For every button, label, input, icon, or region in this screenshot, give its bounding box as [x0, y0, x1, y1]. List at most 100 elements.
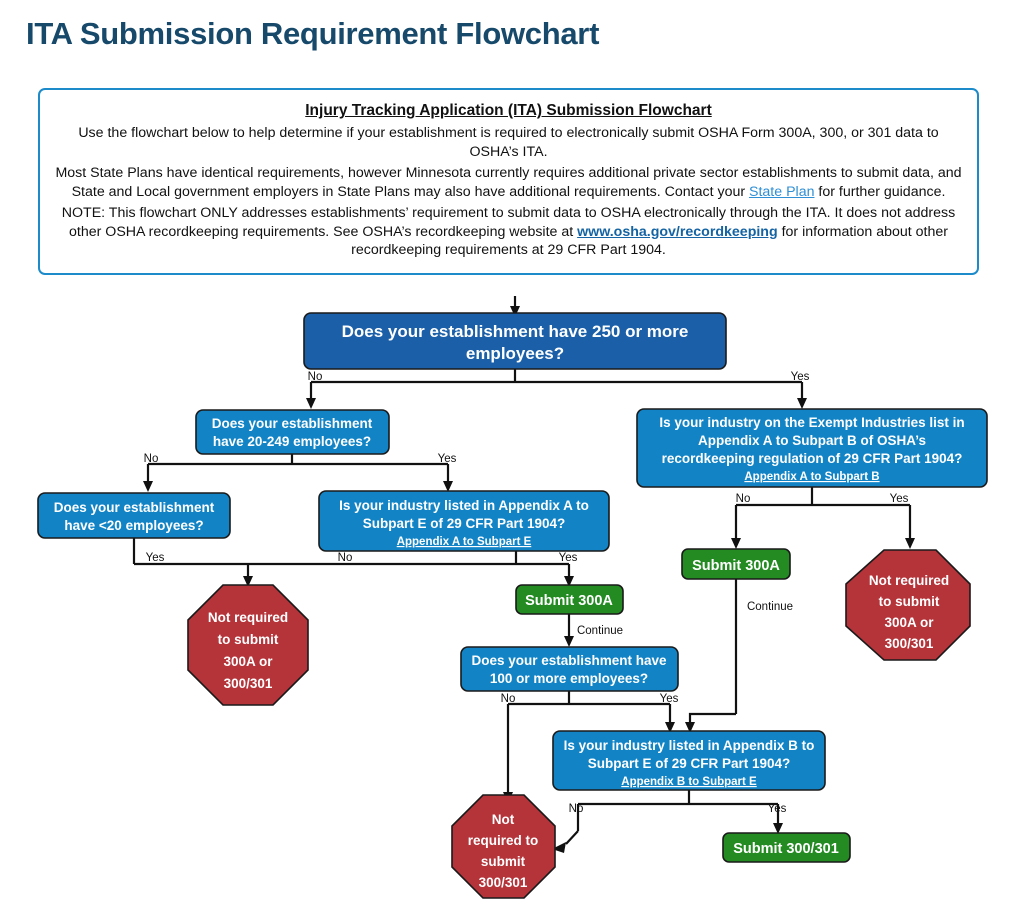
- node-submit-300-301-shape[interactable]: [722, 832, 851, 863]
- arrow-head: [665, 722, 675, 733]
- node-q250-line1: Does your establishment have 250 or more: [342, 322, 689, 341]
- node-q20-249-line1: Does your establishment: [212, 416, 373, 431]
- edge-label-q100-yes: Yes: [660, 693, 679, 705]
- intro-p3-before: NOTE: This flowchart ONLY addresses esta…: [61, 205, 956, 240]
- node-q100-line2: 100 or more employees?: [490, 671, 648, 686]
- node-submit-300-301-label: Submit 300/301: [733, 841, 839, 857]
- edge-label-appBE-no: No: [569, 803, 584, 815]
- node-stop-right-line2: to submit: [879, 594, 940, 609]
- node-stop-left[interactable]: Not required to submit 300A or 300/301: [187, 584, 309, 706]
- node-q250-shape[interactable]: [303, 312, 727, 370]
- intro-p2-after: for further guidance.: [814, 183, 946, 200]
- arrow-head: [797, 398, 807, 409]
- node-appAE-line1: Is your industry listed in Appendix A to: [339, 498, 589, 513]
- edge-labels: No Yes No Yes Yes No Yes No Yes Continue…: [144, 371, 909, 815]
- edge-label-q100-no: No: [501, 693, 516, 705]
- node-stop-right-shape[interactable]: [845, 549, 971, 661]
- intro-paragraph-3: NOTE: This flowchart ONLY addresses esta…: [54, 204, 963, 259]
- appendix-a-subpart-e-link[interactable]: Appendix A to Subpart E: [397, 536, 532, 548]
- node-lt20-employees[interactable]: Does your establishment have <20 employe…: [37, 492, 231, 539]
- node-appBE-line1: Is your industry listed in Appendix B to: [564, 738, 815, 753]
- node-q20-249-shape[interactable]: [195, 409, 390, 455]
- arrow-head: [306, 398, 316, 409]
- node-appendix-b-subpart-e[interactable]: Is your industry listed in Appendix B to…: [552, 730, 826, 791]
- arrow-head: [685, 722, 695, 733]
- page-title: ITA Submission Requirement Flowchart: [26, 16, 600, 51]
- node-q20-249[interactable]: Does your establishment have 20-249 empl…: [195, 409, 390, 455]
- node-stop-right-line4: 300/301: [885, 636, 934, 651]
- edge-label-continue-left: Continue: [577, 625, 623, 637]
- node-q100-line1: Does your establishment have: [471, 653, 667, 668]
- intro-p2-before: Most State Plans have identical requirem…: [55, 165, 962, 200]
- node-submit-300a-right[interactable]: Submit 300A: [681, 548, 791, 580]
- appendix-b-subpart-e-link[interactable]: Appendix B to Subpart E: [621, 776, 757, 788]
- node-appendix-a-subpart-e[interactable]: Is your industry listed in Appendix A to…: [318, 490, 610, 552]
- edge-label-lt20-yes: Yes: [146, 552, 165, 564]
- node-lt20-line2: have <20 employees?: [64, 518, 203, 533]
- node-appendix-a-subpart-e-shape[interactable]: [318, 490, 610, 552]
- node-submit-300a-left-shape[interactable]: [515, 584, 624, 615]
- intro-heading: Injury Tracking Application (ITA) Submis…: [305, 102, 712, 119]
- arrow-head: [905, 538, 915, 549]
- node-appBE-line2: Subpart E of 29 CFR Part 1904?: [588, 756, 791, 771]
- edge-label-exempt-no: No: [736, 493, 751, 505]
- arrow-head: [510, 306, 520, 317]
- node-appAE-line2: Subpart E of 29 CFR Part 1904?: [363, 516, 566, 531]
- node-q100-employees[interactable]: Does your establishment have 100 or more…: [460, 646, 679, 692]
- edge-label-250-no: No: [308, 371, 323, 383]
- arrow-head: [731, 538, 741, 549]
- edge-label-appAE-no: No: [338, 552, 353, 564]
- arrow-head: [552, 842, 566, 853]
- node-stop-right-line3: 300A or: [884, 615, 934, 630]
- node-q20-249-line2: have 20-249 employees?: [213, 434, 371, 449]
- node-stop-bottom-line1: Not: [492, 812, 515, 827]
- node-stop-bottom-line4: 300/301: [479, 875, 528, 890]
- node-lt20-shape[interactable]: [37, 492, 231, 539]
- arrow-head: [773, 823, 783, 834]
- node-exempt-line1: Is your industry on the Exempt Industrie…: [659, 415, 964, 430]
- node-stop-right[interactable]: Not required to submit 300A or 300/301: [845, 549, 971, 661]
- node-q250[interactable]: Does your establishment have 250 or more…: [303, 312, 727, 370]
- appendix-a-subpart-b-link[interactable]: Appendix A to Subpart B: [744, 471, 879, 483]
- arrow-head: [564, 636, 574, 647]
- edge-label-20249-yes: Yes: [438, 453, 457, 465]
- node-stop-right-line1: Not required: [869, 573, 949, 588]
- arrow-head: [143, 481, 153, 492]
- arrow-head: [243, 576, 253, 587]
- flowchart-canvas: No Yes No Yes Yes No Yes No Yes Continue…: [37, 296, 988, 899]
- node-exempt-line2: Appendix A to Subpart B of OSHA’s: [698, 433, 926, 448]
- edge-label-250-yes: Yes: [791, 371, 810, 383]
- edge-label-20249-no: No: [144, 453, 159, 465]
- node-submit-300a-left[interactable]: Submit 300A: [515, 584, 624, 615]
- node-stop-left-shape[interactable]: [187, 584, 309, 706]
- node-stop-left-line3: 300A or: [223, 654, 273, 669]
- edge-label-exempt-yes: Yes: [890, 493, 909, 505]
- node-exempt-line3: recordkeeping regulation of 29 CFR Part …: [662, 451, 963, 466]
- node-stop-bottom-shape[interactable]: [451, 794, 556, 899]
- state-plan-link[interactable]: State Plan: [749, 183, 815, 200]
- node-submit-300a-right-shape[interactable]: [681, 548, 791, 580]
- node-submit-300-301[interactable]: Submit 300/301: [722, 832, 851, 863]
- edge-label-appAE-yes: Yes: [559, 552, 578, 564]
- node-stop-left-line2: to submit: [218, 632, 279, 647]
- node-submit-300a-right-label: Submit 300A: [692, 558, 780, 574]
- node-submit-300a-left-label: Submit 300A: [525, 593, 613, 609]
- node-appendix-b-subpart-e-shape[interactable]: [552, 730, 826, 791]
- node-exempt-industries[interactable]: Is your industry on the Exempt Industrie…: [636, 408, 988, 488]
- intro-panel: Injury Tracking Application (ITA) Submis…: [38, 88, 979, 275]
- intro-paragraph-1: Use the flowchart below to help determin…: [78, 125, 939, 160]
- intro-paragraph-2: Most State Plans have identical requirem…: [54, 164, 963, 201]
- node-lt20-line1: Does your establishment: [54, 500, 215, 515]
- node-stop-bottom-line2: required to: [468, 833, 539, 848]
- osha-recordkeeping-link[interactable]: www.osha.gov/recordkeeping: [577, 223, 778, 240]
- node-stop-bottom-line3: submit: [481, 854, 526, 869]
- intro-p3-after: for information about other recordkeepin…: [351, 223, 948, 259]
- node-exempt-industries-shape[interactable]: [636, 408, 988, 488]
- arrow-head: [443, 481, 453, 492]
- edge-label-appBE-yes: Yes: [768, 803, 787, 815]
- node-stop-left-line1: Not required: [208, 610, 288, 625]
- arrow-head: [564, 576, 574, 587]
- edge-label-continue-right: Continue: [747, 601, 793, 613]
- node-stop-bottom[interactable]: Not required to submit 300/301: [451, 794, 556, 899]
- node-q100-shape[interactable]: [460, 646, 679, 692]
